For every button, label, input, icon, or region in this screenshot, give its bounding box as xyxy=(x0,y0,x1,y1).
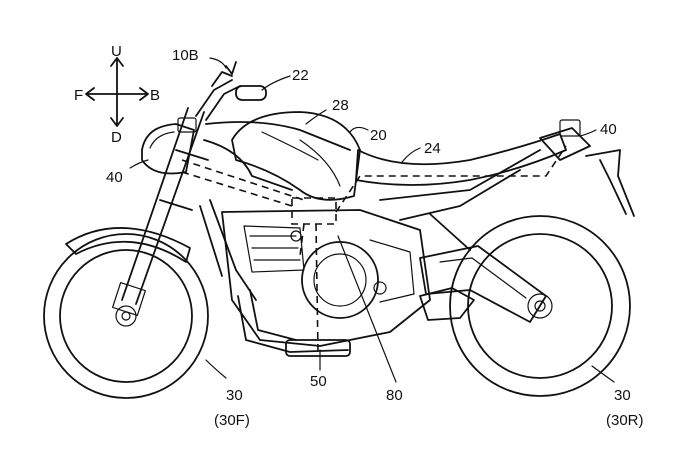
label-ref-20: 20 xyxy=(370,127,387,144)
tail-section xyxy=(539,119,635,217)
front-wheel xyxy=(43,227,209,399)
label-ref-30-front: 30 xyxy=(226,387,243,404)
label-ref-28: 28 xyxy=(332,97,349,114)
label-ref-80: 80 xyxy=(386,387,403,404)
label-ref-40-rear: 40 xyxy=(600,121,617,138)
direction-compass xyxy=(85,57,149,127)
seat xyxy=(355,133,567,186)
label-ref-30r: (30R) xyxy=(606,412,644,429)
label-ref-40-front: 40 xyxy=(106,169,123,186)
label-ref-30f: (30F) xyxy=(214,412,250,429)
label-up: U xyxy=(111,43,122,60)
rear-wheel xyxy=(449,215,631,397)
fuel-tank xyxy=(231,111,361,201)
swingarm xyxy=(419,245,547,323)
leader-lines xyxy=(129,57,615,383)
exhaust xyxy=(237,287,475,357)
label-ref-50: 50 xyxy=(310,373,327,390)
front-fork xyxy=(112,107,209,316)
label-front: F xyxy=(74,87,83,104)
control-wiring xyxy=(181,145,567,353)
engine xyxy=(221,209,431,347)
label-down: D xyxy=(111,129,122,146)
label-ref-22: 22 xyxy=(292,67,309,84)
rear-subframe xyxy=(379,149,541,251)
label-ref-10b: 10B xyxy=(172,47,199,64)
handlebar xyxy=(195,61,267,121)
label-ref-24: 24 xyxy=(424,140,441,157)
headlight xyxy=(141,117,197,175)
label-ref-30-rear: 30 xyxy=(614,387,631,404)
label-back: B xyxy=(150,87,160,104)
